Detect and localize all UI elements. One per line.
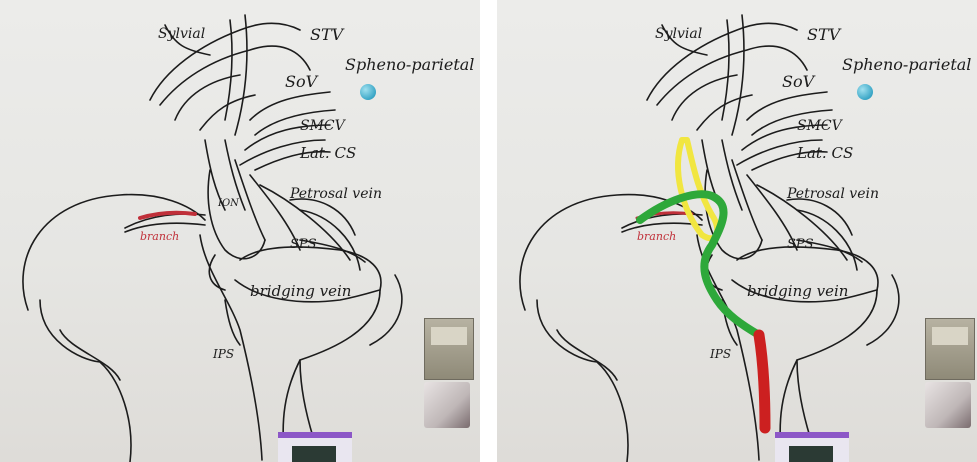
label-branch: branch [140, 230, 179, 243]
label-sov: SoV [782, 72, 816, 91]
label-ion: ION [217, 198, 240, 209]
label-sps: SPS [290, 237, 317, 252]
label-lat-cs: Lat. CS [796, 144, 853, 162]
label-sylvian: Sylvial [158, 26, 205, 42]
label-smcv: SMCV [797, 118, 844, 134]
vein-sketch-drawing-annotated: Sylvial STV Spheno-parietal SoV SMCV Lat… [497, 0, 977, 462]
label-spheno-parietal: Spheno-parietal [345, 55, 474, 74]
label-bridging-vein: bridging vein [747, 282, 848, 300]
label-ips: IPS [212, 347, 234, 361]
timer-device [775, 432, 849, 462]
sketch-panel-annotated: Sylvial STV Spheno-parietal SoV SMCV Lat… [497, 0, 977, 462]
label-spheno-parietal: Spheno-parietal [842, 55, 971, 74]
label-branch: branch [637, 230, 676, 243]
crumpled-paper [925, 382, 971, 428]
timer-device [278, 432, 352, 462]
label-sylvian: Sylvial [655, 26, 702, 42]
label-sov: SoV [285, 72, 319, 91]
vein-strokes [23, 15, 402, 462]
label-smcv: SMCV [300, 118, 347, 134]
vein-sketch-drawing: Sylvial STV Spheno-parietal SoV SMCV Lat… [0, 0, 480, 462]
label-petrosal-vein: Petrosal vein [289, 186, 382, 202]
label-lat-cs: Lat. CS [299, 144, 356, 162]
sketch-panel-original: Sylvial STV Spheno-parietal SoV SMCV Lat… [0, 0, 480, 462]
label-bridging-vein: bridging vein [250, 282, 351, 300]
label-sps: SPS [787, 237, 814, 252]
crumpled-paper [424, 382, 470, 428]
whiteboard-eraser-box [424, 318, 474, 380]
blue-magnet-marker [360, 84, 376, 100]
red-path-overlay [759, 335, 765, 428]
label-petrosal-vein: Petrosal vein [786, 186, 879, 202]
label-ips: IPS [709, 347, 731, 361]
whiteboard-eraser-box [925, 318, 975, 380]
blue-magnet-marker [857, 84, 873, 100]
label-stv: STV [807, 25, 842, 44]
label-stv: STV [310, 25, 345, 44]
